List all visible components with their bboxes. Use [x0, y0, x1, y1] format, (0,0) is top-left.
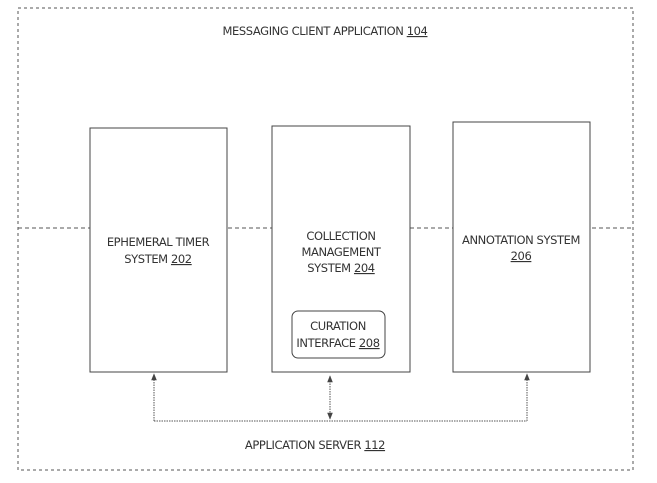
svg-text:ANNOTATION SYSTEM: ANNOTATION SYSTEM [462, 233, 580, 247]
svg-text:206: 206 [511, 249, 532, 263]
collection-management-system-box: COLLECTION MANAGEMENT SYSTEM 204 CURATIO… [271, 125, 411, 373]
svg-text:CURATION: CURATION [310, 319, 366, 333]
messaging-client-boundary [17, 7, 634, 471]
curation-interface-box: CURATION INTERFACE 208 [291, 310, 386, 359]
svg-text:MANAGEMENT: MANAGEMENT [301, 245, 381, 259]
annotation-system-box: ANNOTATION SYSTEM 206 [452, 121, 591, 373]
svg-text:SYSTEM 202: SYSTEM 202 [124, 252, 192, 266]
svg-text:EPHEMERAL TIMER: EPHEMERAL TIMER [107, 235, 210, 249]
svg-text:SYSTEM 204: SYSTEM 204 [307, 261, 375, 275]
application-server-label: APPLICATION SERVER 112 [245, 438, 385, 452]
server-connectors [151, 373, 530, 422]
svg-text:INTERFACE 208: INTERFACE 208 [296, 336, 379, 350]
svg-text:COLLECTION: COLLECTION [306, 229, 375, 243]
messaging-client-title: MESSAGING CLIENT APPLICATION 104 [223, 24, 428, 38]
ephemeral-timer-system-box: EPHEMERAL TIMER SYSTEM 202 [89, 127, 228, 373]
